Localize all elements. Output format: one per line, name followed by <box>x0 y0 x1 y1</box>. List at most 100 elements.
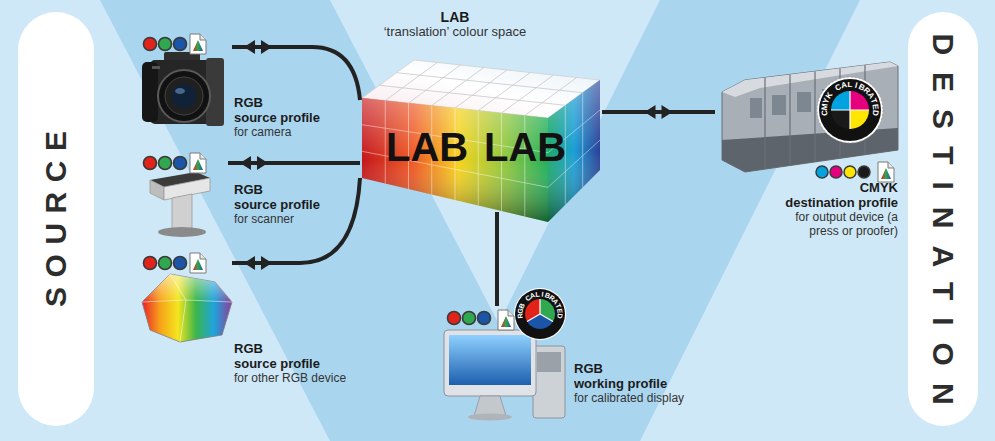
badge-letter: L <box>845 80 855 90</box>
profile-role: working profile <box>574 377 667 392</box>
camera-illustration <box>152 66 160 69</box>
cube-lettering: LAB <box>386 124 468 170</box>
calibration-badge <box>817 77 883 143</box>
connector <box>232 178 360 270</box>
band-title: DESTINATION <box>926 16 961 421</box>
calibration-badge <box>514 288 566 340</box>
profile-type: RGB <box>234 342 263 357</box>
device-name: for calibrated display <box>574 392 684 406</box>
cube-lettering: LAB <box>484 124 566 170</box>
computer-illustration <box>533 346 565 418</box>
rgb-device-node: RGBsource profilefor other RGB device <box>136 250 232 342</box>
camera-illustration <box>175 88 185 94</box>
cube-subheading: ‘translation’ colour space <box>384 25 527 40</box>
calibration-badge <box>850 110 869 129</box>
lab-cube <box>362 60 600 222</box>
arrowhead <box>244 40 255 54</box>
connector-line <box>232 178 360 263</box>
printing-press <box>772 95 786 115</box>
camera-illustration <box>142 52 224 126</box>
computer-illustration <box>444 330 536 396</box>
lab-cube <box>379 63 582 116</box>
calibration-badge <box>515 289 565 339</box>
profile-role: destination profile <box>785 196 898 211</box>
printing-press <box>797 92 811 112</box>
profile-icons <box>144 34 895 330</box>
profile-icons <box>144 157 187 170</box>
device-name: for camera <box>234 126 291 140</box>
arrowhead <box>257 156 268 170</box>
arrowhead <box>261 256 272 270</box>
profile-type: RGB <box>234 96 263 111</box>
device-name: for other RGB device <box>234 372 346 386</box>
display-node: RGBworking profilefor calibrated display <box>440 306 570 426</box>
gamut-illustration <box>142 274 232 342</box>
camera-illustration <box>172 84 196 108</box>
profile-type: RGB <box>574 362 603 377</box>
profile-role: source profile <box>234 111 320 126</box>
device-name: for scanner <box>234 213 294 227</box>
computer-illustration <box>449 335 531 385</box>
badge-letter: D <box>869 107 880 118</box>
calibration-badge <box>817 77 883 143</box>
profile-role: source profile <box>234 357 320 372</box>
computer-illustration <box>537 352 561 372</box>
arrowhead <box>244 256 255 270</box>
profile-icons <box>498 310 514 330</box>
cube-heading: LAB <box>441 9 470 25</box>
gamut-illustration <box>142 274 232 342</box>
profile-icons <box>816 166 870 178</box>
computer-illustration <box>444 330 565 421</box>
scanner-illustration <box>150 180 164 200</box>
profile-type: CMYK <box>860 181 898 196</box>
arrowhead <box>240 156 251 170</box>
connector-line <box>232 47 360 100</box>
scanner-illustration <box>158 227 206 237</box>
scanner-illustration <box>172 194 192 232</box>
printing-press <box>722 62 898 172</box>
printing-press <box>722 62 898 172</box>
profile-icons <box>448 312 491 325</box>
camera-illustration <box>165 77 203 115</box>
calibration-badge <box>819 79 881 141</box>
arrowhead <box>662 105 673 119</box>
background <box>100 0 560 441</box>
profile-icons <box>878 162 894 182</box>
scanner-illustration <box>150 172 210 237</box>
connector <box>232 40 360 100</box>
scanner-node: RGBsource profilefor scanner <box>138 148 228 240</box>
camera-node: RGBsource profilefor camera <box>138 30 232 135</box>
lab-cube <box>362 93 600 217</box>
connector <box>228 156 360 170</box>
arrowhead <box>645 105 656 119</box>
profile-icons <box>144 257 187 270</box>
arrowhead <box>261 40 272 54</box>
destination-band: DESTINATION <box>908 12 978 426</box>
profile-role: source profile <box>234 198 320 213</box>
gamut-illustration <box>142 274 232 302</box>
lab-cube <box>379 73 582 106</box>
lab-cube-node: LAB‘translation’ colour spaceLABLAB <box>360 58 602 212</box>
connector <box>497 212 498 306</box>
calibration-badge <box>527 299 553 322</box>
badge-text: CMYK CALIBRATED <box>813 73 887 147</box>
profile-icons <box>144 38 187 51</box>
band-title: SOURCE <box>39 122 74 317</box>
profile-icons <box>190 253 206 273</box>
badge-text: RGB CALIBRATED <box>509 283 572 346</box>
connector-line <box>495 212 499 306</box>
source-band: SOURCE <box>18 12 94 426</box>
camera-illustration <box>142 62 158 122</box>
computer-illustration <box>468 414 512 421</box>
calibration-badge <box>831 91 869 129</box>
profile-type: RGB <box>234 183 263 198</box>
connector <box>602 105 715 119</box>
camera-illustration <box>158 70 210 122</box>
badge-letter: D <box>555 311 564 322</box>
calibration-badge <box>527 314 553 329</box>
profile-icons <box>190 34 206 54</box>
computer-illustration <box>474 396 506 416</box>
profile-icons <box>190 153 206 173</box>
